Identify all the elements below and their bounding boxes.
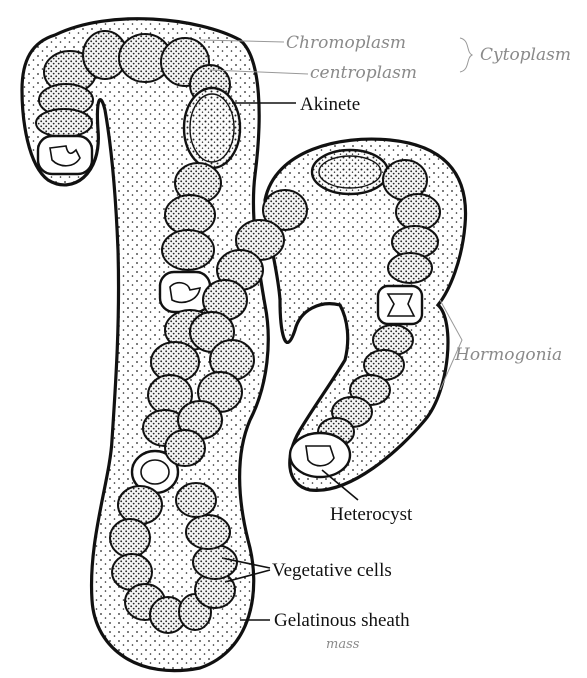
heterocyst-middle [160, 272, 210, 312]
label-hormogonia: Hormogonia [454, 345, 562, 365]
label-akinete: Akinete [300, 94, 360, 115]
heterocyst-top [38, 136, 92, 174]
cytoplasm-brace [460, 38, 472, 72]
akinete-right [312, 150, 388, 194]
label-vegetative-cells: Vegetative cells [272, 560, 392, 581]
vegetative-cell [110, 519, 150, 557]
label-heterocyst: Heterocyst [330, 504, 413, 525]
vegetative-cell [176, 483, 216, 517]
heterocyst-right [378, 286, 422, 324]
vegetative-cell [388, 253, 432, 283]
vegetative-cell [118, 486, 162, 524]
heterocyst-branch-tip [290, 433, 350, 477]
label-mass: mass [326, 637, 360, 652]
vegetative-cell [165, 195, 215, 235]
akinete-top [184, 88, 240, 168]
label-chromoplasm: Chromoplasm [286, 33, 406, 53]
label-gelatinous-sheath: Gelatinous sheath [274, 610, 410, 631]
label-centroplasm: centroplasm [310, 63, 417, 83]
vegetative-cell [186, 515, 230, 549]
vegetative-cell [165, 430, 205, 466]
vegetative-cell [162, 230, 214, 270]
vegetative-cell [396, 194, 440, 230]
label-cytoplasm: Cytoplasm [480, 45, 571, 65]
vegetative-cell [193, 545, 237, 579]
vegetative-cell [36, 109, 92, 137]
